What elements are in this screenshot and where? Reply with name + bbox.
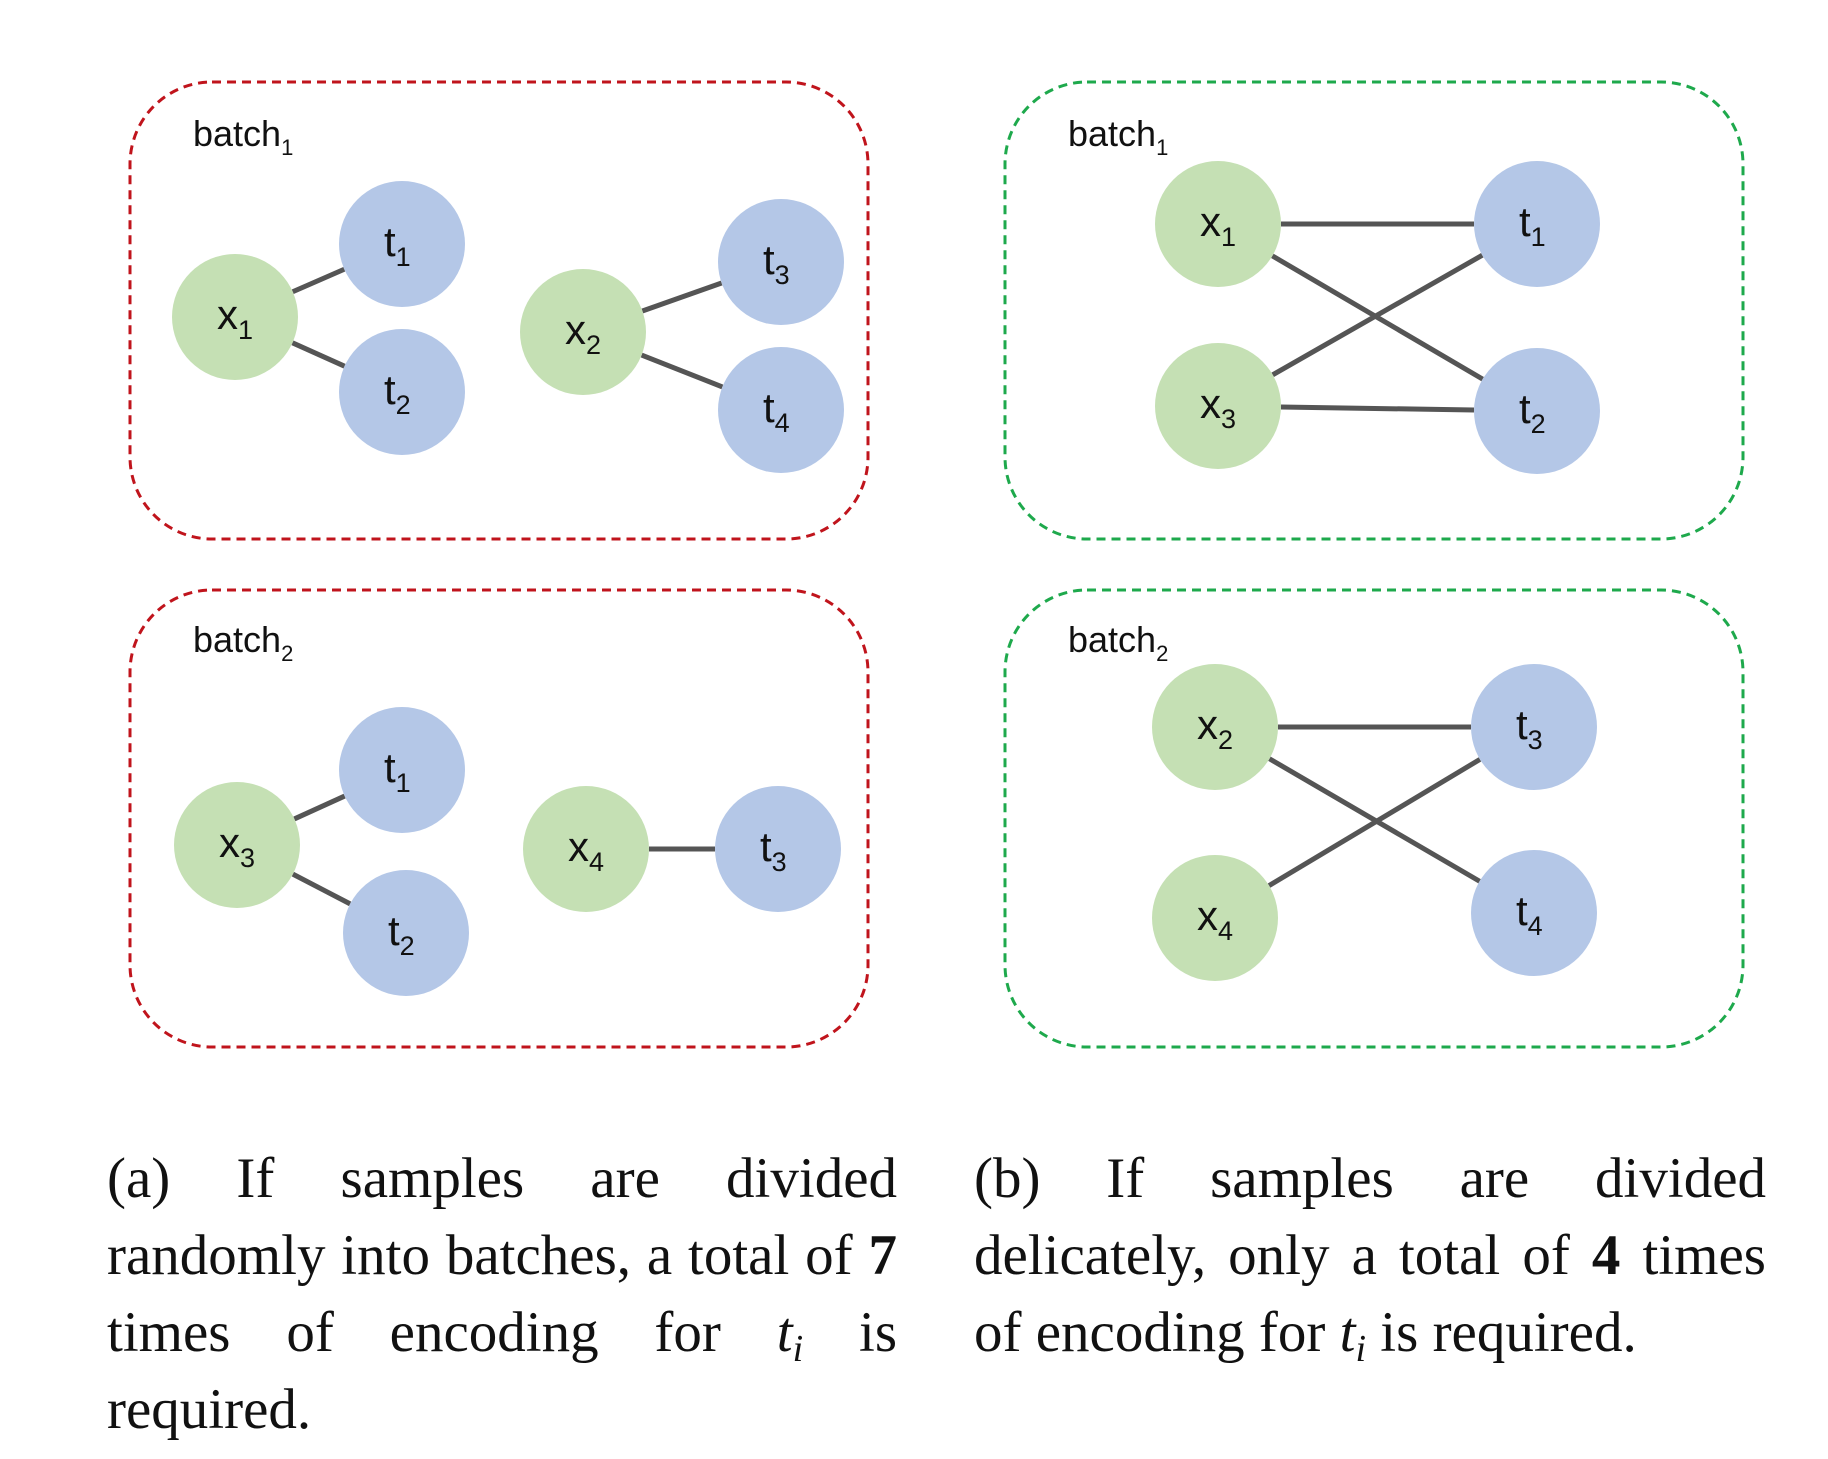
batch-border [1003, 588, 1745, 1049]
node-circle [718, 347, 844, 473]
node-t1: t1 [339, 181, 465, 307]
edge-x3-t2 [1280, 404, 1475, 413]
node-t1: t1 [339, 707, 465, 833]
node-t3: t3 [718, 199, 844, 325]
caption-a-pre: (a) If samples are divided randomly into… [107, 1147, 897, 1287]
node-circle [523, 786, 649, 912]
caption-b-post: is required. [1366, 1301, 1637, 1364]
edge-x1-t1 [291, 266, 346, 295]
batch-border [128, 80, 870, 541]
node-label: x2 [1197, 701, 1233, 755]
node-circle [1471, 850, 1597, 976]
node-circle [343, 870, 469, 996]
panel-a-batch-2: batch2 x3 t1 t2 x4 t3 [128, 588, 870, 1049]
node-circle [174, 782, 300, 908]
panel-b-batch-2: batch2 x2 x4 t3 t4 [1003, 588, 1745, 1049]
node-circle [1152, 855, 1278, 981]
node-t3: t3 [1471, 664, 1597, 790]
node-circle [1152, 664, 1278, 790]
node-x3: x3 [174, 782, 300, 908]
node-circle [1155, 161, 1281, 287]
node-circle [1474, 161, 1600, 287]
batch-border [1003, 80, 1745, 541]
caption-a-post: is required. [107, 1301, 897, 1441]
edge-x2-t3 [641, 280, 723, 314]
node-x2: x2 [520, 269, 646, 395]
caption-a-count: 7 [868, 1224, 898, 1287]
caption-a: (a) If samples are divided randomly into… [107, 1140, 897, 1448]
batch-label: batch1 [1068, 113, 1168, 160]
node-circle [1474, 348, 1600, 474]
node-circle [339, 329, 465, 455]
caption-a-math: ti [776, 1301, 804, 1370]
node-circle [715, 786, 841, 912]
node-x1: x1 [1155, 161, 1281, 287]
caption-b-math: ti [1339, 1301, 1367, 1370]
batch-label: batch1 [193, 113, 293, 160]
caption-b-mid: times of encoding for [974, 1224, 1766, 1364]
node-x3: x3 [1155, 343, 1281, 469]
node-circle [520, 269, 646, 395]
node-t4: t4 [718, 347, 844, 473]
node-circle [1155, 343, 1281, 469]
node-t3: t3 [715, 786, 841, 912]
caption-b-pre: (b) If samples are divided delicately, o… [974, 1147, 1766, 1287]
caption-b-count: 4 [1591, 1224, 1621, 1287]
node-t2: t2 [1474, 348, 1600, 474]
node-circle [172, 254, 298, 380]
node-circle [718, 199, 844, 325]
node-x2: x2 [1152, 664, 1278, 790]
node-t4: t4 [1471, 850, 1597, 976]
edge-x3-t2 [291, 871, 352, 907]
edge-x3-t1 [293, 793, 346, 822]
batch-border [128, 588, 870, 1049]
node-circle [339, 707, 465, 833]
node-x4: x4 [523, 786, 649, 912]
edge-x3-t1 [1271, 253, 1484, 377]
node-circle [1471, 664, 1597, 790]
batch-label: batch2 [193, 619, 293, 666]
node-circle [339, 181, 465, 307]
node-label: t4 [1516, 887, 1543, 941]
node-t1: t1 [1474, 161, 1600, 287]
caption-a-mid: times of encoding for [107, 1301, 777, 1364]
panel-a-batch-1: batch1 x1 t1 t2 x2 t3 t4 [128, 80, 870, 541]
node-x1: x1 [172, 254, 298, 380]
node-t2: t2 [343, 870, 469, 996]
edge-x2-t4 [640, 352, 724, 390]
node-x4: x4 [1152, 855, 1278, 981]
batch-label: batch2 [1068, 619, 1168, 666]
caption-b: (b) If samples are divided delicately, o… [974, 1140, 1766, 1371]
edge-x1-t2 [291, 340, 346, 369]
edge-x4-t3 [1267, 757, 1482, 888]
node-t2: t2 [339, 329, 465, 455]
